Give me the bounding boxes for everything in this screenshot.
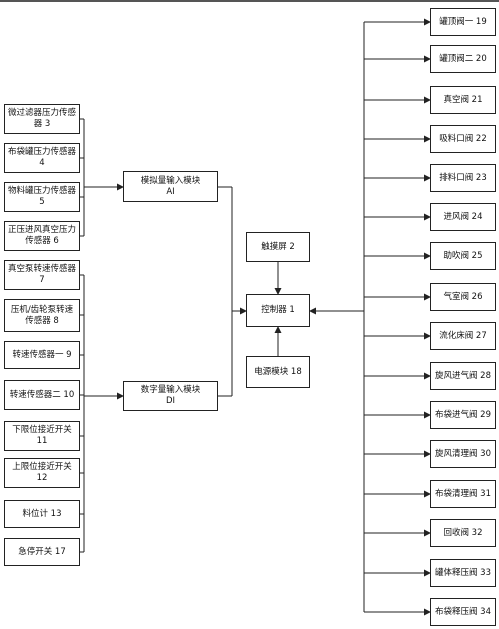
valve-label: 罐顶阀二 20 bbox=[439, 53, 487, 64]
sensor-box-s7: 真空泵转速传感器 7 bbox=[4, 260, 80, 290]
module-code: DI bbox=[165, 396, 176, 406]
valve-box-v27: 流化床阀 27 bbox=[430, 322, 496, 350]
valve-box-v30: 旋风清理阀 30 bbox=[430, 440, 496, 468]
sensor-box-s11: 下限位接近开关 11 bbox=[4, 421, 80, 451]
valve-label: 布袋释压阀 34 bbox=[434, 606, 492, 617]
sensor-label: 微过滤器压力传感器 3 bbox=[7, 108, 76, 129]
valve-label: 排料口阀 23 bbox=[439, 172, 487, 183]
sensor-box-s10: 转速传感器二 10 bbox=[4, 380, 80, 410]
sensor-label: 正压进风真空压力传感器 6 bbox=[7, 225, 76, 246]
sensor-box-s6: 正压进风真空压力传感器 6 bbox=[4, 221, 80, 251]
sensor-label: 转速传感器二 10 bbox=[9, 389, 75, 400]
sensor-box-s9: 转速传感器一 9 bbox=[4, 341, 80, 369]
sensor-label: 物料罐压力传感器 5 bbox=[7, 186, 76, 207]
sensor-label: 料位计 13 bbox=[22, 508, 62, 519]
sensor-box-s12: 上限位接近开关 12 bbox=[4, 458, 80, 488]
valve-box-v29: 布袋进气阀 29 bbox=[430, 401, 496, 429]
sensor-label: 压机/齿轮泵转速传感器 8 bbox=[10, 304, 74, 326]
sensor-box-s3: 微过滤器压力传感器 3 bbox=[4, 104, 80, 134]
valve-box-v20: 罐顶阀二 20 bbox=[430, 45, 496, 73]
valve-label: 进风阀 24 bbox=[443, 211, 483, 222]
controller-label: 控制器 1 bbox=[261, 305, 295, 315]
valve-box-v19: 罐顶阀一 19 bbox=[430, 8, 496, 36]
sensor-box-s5: 物料罐压力传感器 5 bbox=[4, 182, 80, 212]
controller-box: 控制器 1 bbox=[246, 294, 310, 327]
sensor-box-s13: 料位计 13 bbox=[4, 500, 80, 528]
touchscreen-label: 触摸屏 2 bbox=[261, 241, 295, 252]
sensor-label: 转速传感器一 9 bbox=[12, 349, 72, 360]
valve-box-v22: 吸料口阀 22 bbox=[430, 125, 496, 153]
valve-label: 助吹阀 25 bbox=[443, 250, 483, 261]
valve-box-v31: 布袋清理阀 31 bbox=[430, 480, 496, 508]
valve-box-v21: 真空阀 21 bbox=[430, 86, 496, 114]
sensor-label: 下限位接近开关 11 bbox=[12, 425, 72, 446]
valve-label: 罐体释压阀 33 bbox=[434, 567, 492, 578]
sensor-box-s4: 布袋罐压力传感器 4 bbox=[4, 143, 80, 173]
sensor-label: 真空泵转速传感器 7 bbox=[7, 264, 76, 285]
valve-box-v32: 回收阀 32 bbox=[430, 519, 496, 547]
valve-box-v26: 气室阀 26 bbox=[430, 283, 496, 311]
sensor-label: 急停开关 17 bbox=[18, 546, 66, 557]
valve-label: 真空阀 21 bbox=[443, 94, 483, 105]
module-title: 模拟量输入模块 bbox=[140, 175, 201, 186]
module-code: AI bbox=[166, 186, 175, 197]
power-module-box: 电源模块 18 bbox=[246, 356, 310, 388]
valve-label: 气室阀 26 bbox=[443, 291, 483, 302]
valve-label: 吸料口阀 22 bbox=[439, 133, 487, 144]
valve-box-v28: 旋风进气阀 28 bbox=[430, 362, 496, 390]
touchscreen-box: 触摸屏 2 bbox=[246, 232, 310, 262]
sensor-box-s8: 压机/齿轮泵转速传感器 8 bbox=[4, 299, 80, 332]
valve-box-v33: 罐体释压阀 33 bbox=[430, 559, 496, 587]
valve-box-v23: 排料口阀 23 bbox=[430, 164, 496, 192]
top-border-line bbox=[0, 0, 499, 2]
valve-box-v24: 进风阀 24 bbox=[430, 203, 496, 231]
valve-box-v34: 布袋释压阀 34 bbox=[430, 598, 496, 626]
valve-label: 回收阀 32 bbox=[443, 527, 483, 538]
valve-label: 罐顶阀一 19 bbox=[439, 16, 487, 27]
valve-box-v25: 助吹阀 25 bbox=[430, 242, 496, 270]
valve-label: 流化床阀 27 bbox=[439, 330, 487, 341]
module-title: 数字量输入模块 bbox=[140, 385, 201, 395]
sensor-label: 上限位接近开关 12 bbox=[12, 462, 72, 483]
valve-label: 旋风进气阀 28 bbox=[434, 370, 492, 381]
sensor-label: 布袋罐压力传感器 4 bbox=[7, 147, 76, 168]
valve-label: 旋风清理阀 30 bbox=[434, 448, 492, 459]
power-module-label: 电源模块 18 bbox=[254, 366, 302, 377]
valve-label: 布袋进气阀 29 bbox=[434, 409, 492, 420]
valve-label: 布袋清理阀 31 bbox=[434, 488, 492, 499]
sensor-box-s17: 急停开关 17 bbox=[4, 538, 80, 566]
